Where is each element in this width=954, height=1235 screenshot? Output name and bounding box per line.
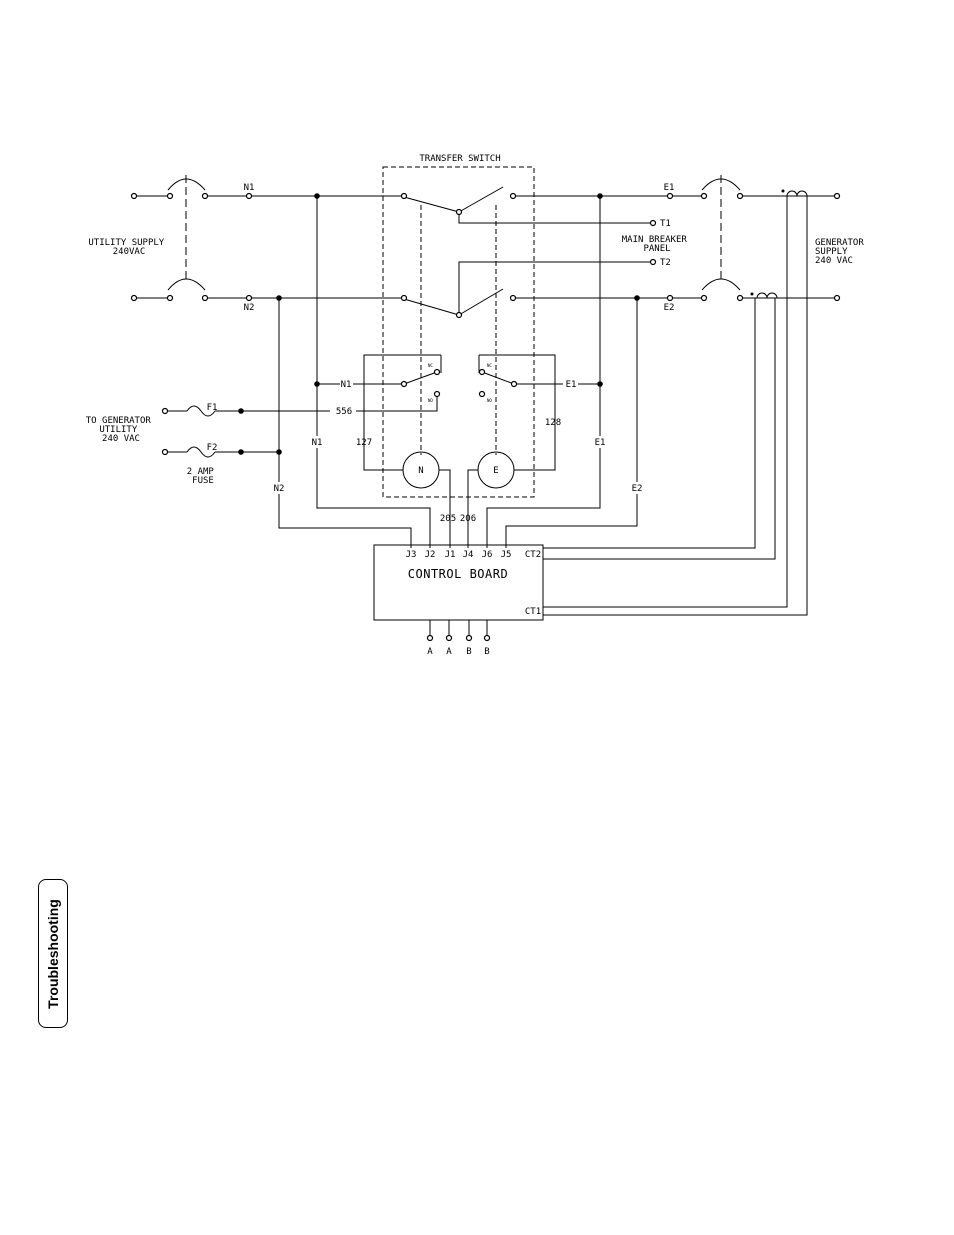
nc-right-label: NC xyxy=(487,363,492,368)
terminal-j2: J2 xyxy=(425,550,436,560)
wire-205-label: 205 xyxy=(440,514,456,524)
main-breaker-panel-label: MAIN BREAKER PANEL xyxy=(622,235,692,254)
terminal-ct2: CT2 xyxy=(525,550,541,560)
e1-relay-label: E1 xyxy=(566,380,577,390)
e2-vertical-label: E2 xyxy=(632,484,643,494)
terminal-j5: J5 xyxy=(501,550,512,560)
fuse-rating-label: 2 AMP FUSE xyxy=(187,467,220,486)
transfer-switch-label: TRANSFER SWITCH xyxy=(419,154,500,164)
nc-left-label: NC xyxy=(428,363,433,368)
troubleshooting-tab-label: Troubleshooting xyxy=(45,899,61,1009)
troubleshooting-tab: Troubleshooting xyxy=(38,879,68,1028)
terminal-j6: J6 xyxy=(482,550,493,560)
output-a1: A xyxy=(427,647,433,657)
n1-vertical-label: N1 xyxy=(312,438,323,448)
e1-vertical-label: E1 xyxy=(595,438,606,448)
output-a2: A xyxy=(446,647,452,657)
terminal-ct1: CT1 xyxy=(525,607,541,617)
t2-label: T2 xyxy=(660,258,671,268)
terminal-j1: J1 xyxy=(445,550,456,560)
e1-top-label: E1 xyxy=(664,183,675,193)
control-board-title: CONTROL BOARD xyxy=(408,567,508,581)
terminal-j4: J4 xyxy=(463,550,474,560)
wire-556-label: 556 xyxy=(336,407,352,417)
output-b1: B xyxy=(466,647,471,657)
wire-206-label: 206 xyxy=(460,514,476,524)
no-right-label: NO xyxy=(487,398,492,403)
wire-128-label: 128 xyxy=(545,418,561,428)
n1-relay-label: N1 xyxy=(341,380,352,390)
coil-emergency-label: E xyxy=(493,466,498,476)
terminal-j3: J3 xyxy=(406,550,417,560)
output-b2: B xyxy=(484,647,489,657)
n2-vertical-label: N2 xyxy=(274,484,285,494)
n1-top-label: N1 xyxy=(244,183,255,193)
t1-label: T1 xyxy=(660,219,671,229)
to-generator-utility-label: TO GENERATOR UTILITY 240 VAC xyxy=(86,416,156,444)
no-left-label: NO xyxy=(428,398,433,403)
coil-normal-label: N xyxy=(418,466,423,476)
utility-supply-label: UTILITY SUPPLY 240VAC xyxy=(88,238,169,257)
n2-top-label: N2 xyxy=(244,303,255,313)
fuse-f2-label: F2 xyxy=(207,443,218,453)
generator-supply-label: GENERATOR SUPPLY 240 VAC xyxy=(815,238,869,266)
fuse-f1-label: F1 xyxy=(207,403,218,413)
control-board xyxy=(374,545,543,620)
e2-top-label: E2 xyxy=(664,303,675,313)
wire-127-label: 127 xyxy=(356,438,372,448)
